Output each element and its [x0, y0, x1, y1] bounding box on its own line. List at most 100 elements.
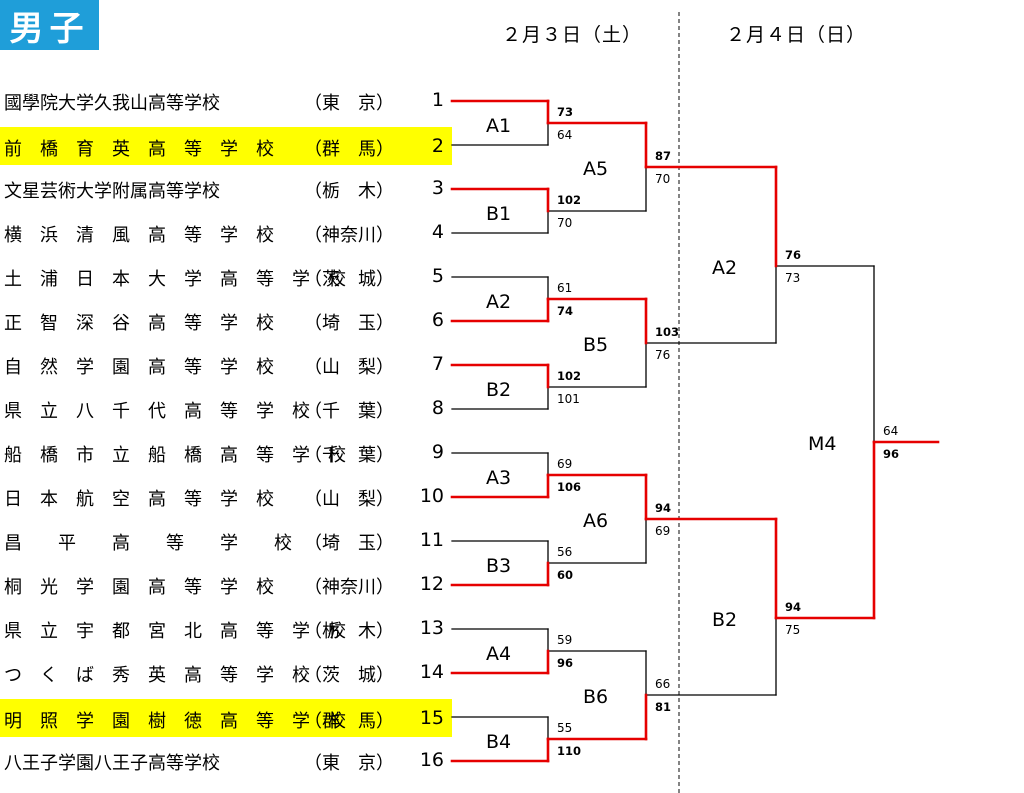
team-name: 県 立 八 千 代 高 等 学 校 [4, 401, 310, 422]
team-seed-number: 11 [419, 529, 444, 551]
team-prefecture: （山 梨） [304, 489, 394, 510]
score-top: 94 [785, 600, 801, 614]
team-prefecture: （埼 玉） [304, 533, 394, 554]
team-prefecture: （群 馬） [304, 139, 394, 160]
team-seed-number: 13 [419, 617, 444, 639]
team-name: 昌 平 高 等 学 校 [4, 533, 292, 554]
team-seed-number: 7 [431, 353, 444, 375]
team-row: 県 立 宇 都 宮 北 高 等 学 校（栃 木） 13 [0, 609, 452, 649]
match-label: A6 [583, 510, 608, 532]
match-label: A2 [712, 257, 737, 279]
score-bottom: 96 [557, 656, 573, 670]
team-seed-number: 15 [419, 707, 444, 729]
team-prefecture: （埼 玉） [304, 313, 394, 334]
team-seed-number: 6 [431, 309, 444, 331]
match-label: B1 [486, 203, 511, 225]
match-label: B2 [486, 379, 511, 401]
team-prefecture: （千 葉） [304, 401, 394, 422]
match-label: A1 [486, 115, 511, 137]
team-row: 正 智 深 谷 高 等 学 校（埼 玉）6 [0, 301, 452, 341]
team-name: 國學院大学久我山高等学校 [4, 93, 220, 114]
date-label-day2: ２月４日（日） [726, 24, 867, 46]
team-name: 土 浦 日 本 大 学 高 等 学 校 [4, 269, 346, 290]
team-name: 日 本 航 空 高 等 学 校 [4, 489, 274, 510]
team-row: 文星芸術大学附属高等学校（栃 木）3 [0, 169, 452, 209]
team-row: 県 立 八 千 代 高 等 学 校（千 葉） 8 [0, 389, 452, 429]
team-prefecture: （東 京） [304, 753, 394, 774]
team-row: つ く ば 秀 英 高 等 学 校（茨 城）14 [0, 653, 452, 693]
team-prefecture: （山 梨） [304, 357, 394, 378]
match-label: M4 [808, 433, 836, 455]
score-top: 66 [655, 677, 670, 691]
score-top: 55 [557, 721, 572, 735]
score-top: 56 [557, 545, 572, 559]
team-row: 明 照 学 園 樹 徳 高 等 学 校（群 馬） 15 [0, 699, 452, 737]
score-bottom: 101 [557, 392, 580, 406]
team-seed-number: 1 [431, 89, 444, 111]
team-row: 前 橋 育 英 高 等 学 校 （群 馬） 2 [0, 127, 452, 165]
team-prefecture: （東 京） [304, 93, 394, 114]
score-top: 73 [557, 105, 573, 119]
team-prefecture: （神奈川） [304, 577, 394, 598]
team-prefecture: （栃 木） [304, 181, 394, 202]
team-row: 昌 平 高 等 学 校 （埼 玉） 11 [0, 521, 452, 561]
team-row: 自 然 学 園 高 等 学 校 （山 梨） 7 [0, 345, 452, 385]
score-bottom: 75 [785, 623, 800, 637]
team-seed-number: 12 [419, 573, 444, 595]
score-top: 103 [655, 325, 679, 339]
score-top: 69 [557, 457, 572, 471]
team-name: つ く ば 秀 英 高 等 学 校 [4, 665, 310, 686]
match-label: B3 [486, 555, 511, 577]
team-prefecture: （栃 木） [304, 621, 394, 642]
score-bottom: 69 [655, 524, 670, 538]
score-top: 102 [557, 369, 581, 383]
match-label: B6 [583, 686, 608, 708]
score-top: 94 [655, 501, 671, 515]
team-seed-number: 8 [431, 397, 444, 419]
team-name: 明 照 学 園 樹 徳 高 等 学 校 [4, 711, 346, 732]
match-label: A5 [583, 158, 608, 180]
match-label: B2 [712, 609, 737, 631]
match-label: A2 [486, 291, 511, 313]
score-bottom: 110 [557, 744, 581, 758]
team-name: 自 然 学 園 高 等 学 校 [4, 357, 274, 378]
team-seed-number: 4 [431, 221, 444, 243]
score-top: 87 [655, 149, 671, 163]
score-bottom: 70 [557, 216, 572, 230]
team-row: 國學院大学久我山高等学校 （東 京） 1 [0, 81, 452, 121]
date-label-day1: ２月３日（土） [502, 24, 643, 46]
team-name: 八王子学園八王子高等学校 [4, 753, 220, 774]
score-bottom: 73 [785, 271, 800, 285]
score-top: 64 [883, 424, 898, 438]
team-prefecture: （茨 城） [304, 269, 394, 290]
team-seed-number: 2 [431, 135, 444, 157]
score-bottom: 70 [655, 172, 670, 186]
team-prefecture: （千 葉） [304, 445, 394, 466]
match-label: B4 [486, 731, 511, 753]
score-bottom: 74 [557, 304, 573, 318]
score-bottom: 64 [557, 128, 572, 142]
team-row: 日 本 航 空 高 等 学 校 （山 梨） 10 [0, 477, 452, 517]
team-name: 船 橋 市 立 船 橋 高 等 学 校 [4, 445, 346, 466]
team-row: 船 橋 市 立 船 橋 高 等 学 校（千 葉） 9 [0, 433, 452, 473]
score-top: 102 [557, 193, 581, 207]
score-top: 59 [557, 633, 572, 647]
score-bottom: 81 [655, 700, 671, 714]
team-seed-number: 14 [419, 661, 444, 683]
team-name: 県 立 宇 都 宮 北 高 等 学 校 [4, 621, 346, 642]
match-label: A3 [486, 467, 511, 489]
score-bottom: 60 [557, 568, 573, 582]
team-seed-number: 3 [431, 177, 444, 199]
team-name: 横 浜 清 風 高 等 学 校 [4, 225, 274, 246]
team-row: 横 浜 清 風 高 等 学 校（神奈川）4 [0, 213, 452, 253]
team-seed-number: 10 [419, 485, 444, 507]
score-top: 61 [557, 281, 572, 295]
team-seed-number: 9 [431, 441, 444, 463]
team-row: 八王子学園八王子高等学校 （東 京） 16 [0, 741, 452, 781]
team-seed-number: 16 [419, 749, 444, 771]
team-name: 桐 光 学 園 高 等 学 校 [4, 577, 274, 598]
team-row: 土 浦 日 本 大 学 高 等 学 校（茨 城）5 [0, 257, 452, 297]
team-name: 前 橋 育 英 高 等 学 校 [4, 139, 274, 160]
team-prefecture: （群 馬） [304, 711, 394, 732]
